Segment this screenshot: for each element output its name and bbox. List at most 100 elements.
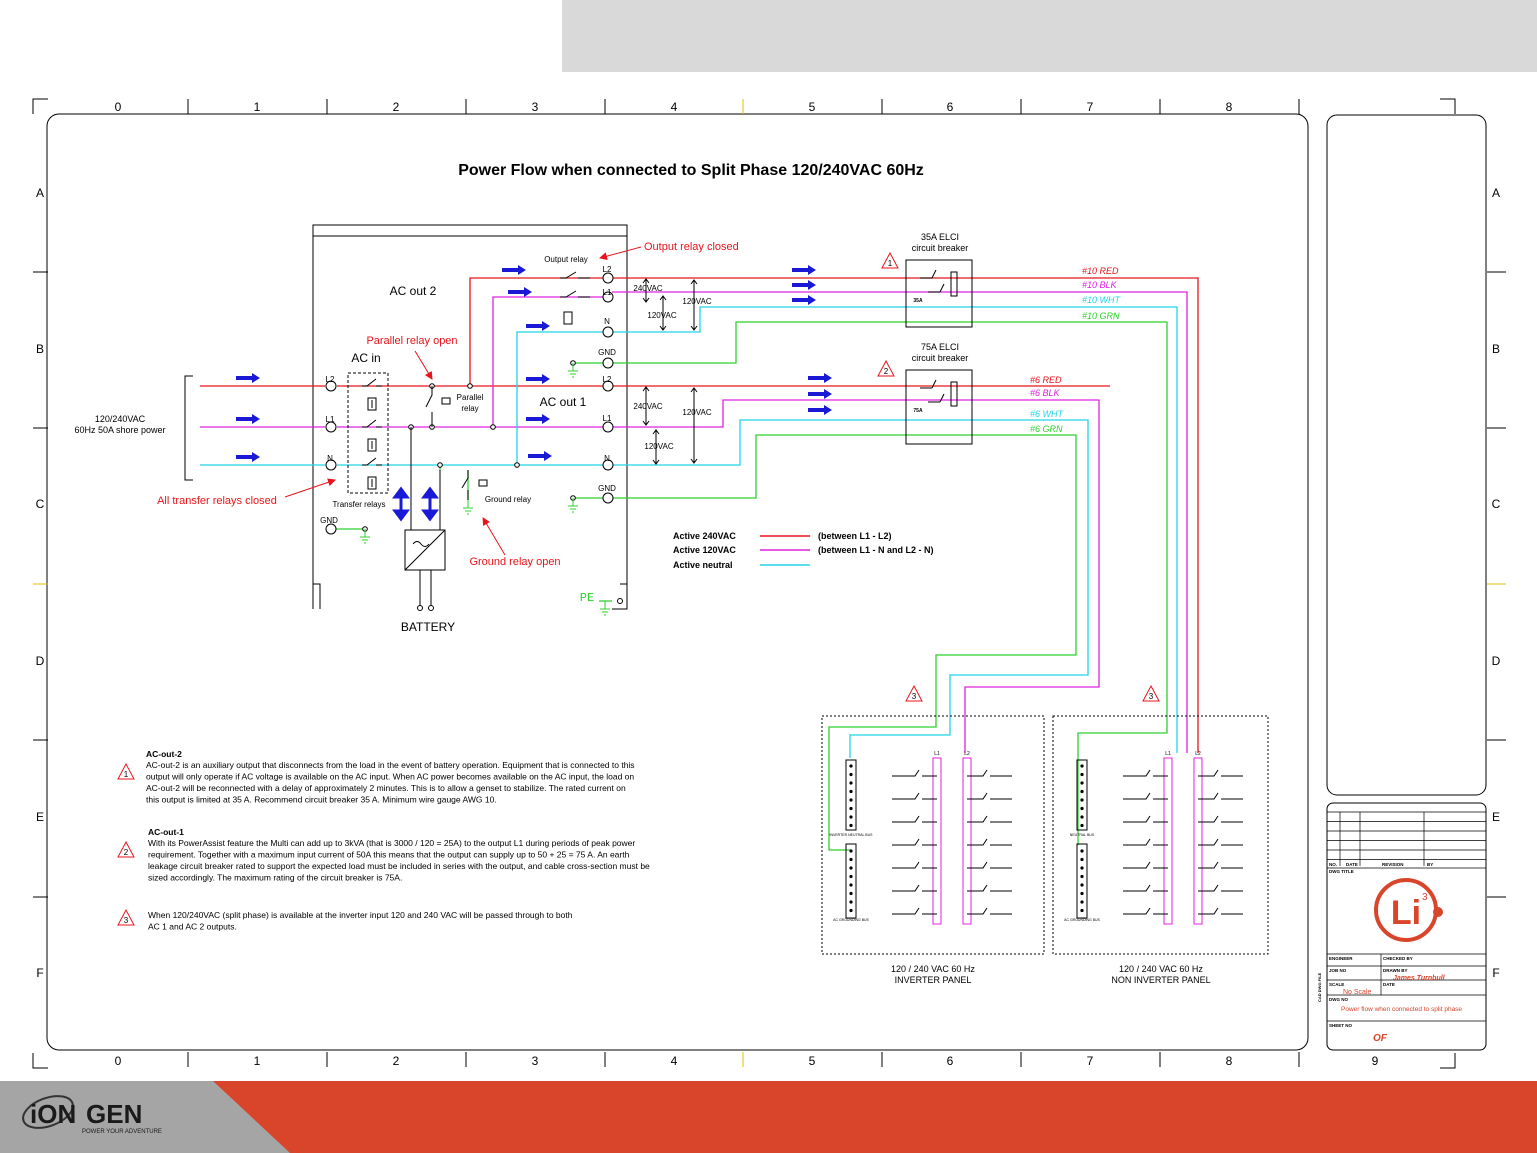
note-line: leakage circuit breaker rated to support…	[148, 861, 650, 871]
out1-n-label: N	[604, 454, 610, 463]
grid-col-bottom: 6	[947, 1054, 954, 1068]
flow-arrow	[808, 389, 832, 399]
output-relay-label: Output relay	[544, 255, 588, 264]
branch-breaker	[967, 792, 1012, 800]
flow-arrow	[808, 405, 832, 415]
branch-breaker	[892, 861, 937, 869]
bus-screw	[849, 781, 853, 785]
legend-120-desc: (between L1 - N and L2 - N)	[818, 545, 934, 555]
relay-coil	[367, 476, 377, 490]
wire35-blk: #10 BLK	[1082, 280, 1118, 290]
brand-name-a: iON	[30, 1099, 76, 1129]
flow-arrow	[236, 414, 260, 424]
in-l2-label: L2	[326, 375, 335, 384]
title-block-text: JOB NO	[1329, 968, 1347, 973]
grid-row-right: C	[1492, 497, 1501, 511]
grid-col-top: 7	[1087, 100, 1094, 114]
bus-screw	[849, 857, 853, 862]
panel2-line1: 120 / 240 VAC 60 Hz	[1119, 964, 1203, 974]
grid-row-left: B	[36, 342, 44, 356]
callout-output-relay: Output relay closed	[644, 241, 739, 253]
note-line: AC 1 and AC 2 outputs.	[148, 922, 237, 932]
branch-breaker	[1123, 884, 1168, 892]
inverter-charger-block	[404, 427, 446, 611]
note-heading: AC-out-1	[148, 827, 184, 837]
bus-screw	[1080, 806, 1084, 811]
wire35-red: #10 RED	[1082, 266, 1119, 276]
grid-col-top: 0	[115, 100, 122, 114]
battery-label: BATTERY	[401, 620, 455, 634]
shore-line2: 60Hz 50A shore power	[74, 425, 165, 435]
ground-symbol	[568, 363, 578, 378]
grid-row-left: C	[36, 497, 45, 511]
bus-screw	[1080, 781, 1084, 785]
relay-coil	[367, 397, 377, 411]
grid-col-bottom-extra: 9	[1372, 1054, 1379, 1068]
ground-relay-contact	[461, 470, 469, 500]
warning-number: 1	[888, 259, 893, 268]
notes: AC-out-2AC-out-2 is an auxiliary output …	[146, 749, 650, 932]
in-n-label: N	[327, 454, 333, 463]
bus-screw	[849, 900, 853, 904]
bus-screw	[849, 823, 853, 828]
junction-dot	[490, 424, 496, 430]
branch-breaker	[1198, 838, 1243, 846]
branch-breaker	[1123, 769, 1168, 777]
terminals	[325, 272, 623, 604]
warning-triangle-icon	[117, 840, 135, 858]
bus-screw	[849, 883, 853, 887]
bus-screw	[1080, 772, 1084, 777]
parallel-relay-label-b: relay	[461, 404, 478, 413]
title-block-text: Power flow when connected to split phase	[1341, 1006, 1462, 1013]
grounding-bus	[1076, 843, 1088, 919]
bus-screw	[849, 764, 853, 768]
title-block-text: DWG NO	[1329, 997, 1348, 1002]
out2-l2-label: L2	[603, 265, 612, 274]
title-block-line	[1339, 812, 1425, 866]
branch-breaker	[1123, 815, 1168, 823]
grid-ticks	[33, 99, 1506, 1067]
grid-row-right: A	[1492, 186, 1500, 200]
l1-bus-label: L1	[1165, 751, 1171, 757]
note-line: output will only operate if AC voltage i…	[146, 772, 634, 782]
breaker35-title2: circuit breaker	[912, 243, 969, 253]
grid-col-top: 4	[671, 100, 678, 114]
note-line: AC-out-2 will be reconnected with a dela…	[146, 783, 626, 793]
note-line: this output is limited at 35 A. Recommen…	[146, 795, 497, 805]
branch-breaker	[892, 769, 937, 777]
transfer-relays-box	[347, 372, 389, 494]
terminal	[602, 492, 614, 504]
neutral-bus	[845, 759, 857, 831]
junction-dot	[437, 462, 443, 468]
note-line: sized accordingly. The maximum rating of…	[148, 873, 402, 883]
bus-screw	[849, 849, 853, 853]
ground-relay-coil	[478, 479, 488, 487]
grid-col-bottom: 4	[671, 1054, 678, 1068]
brand-tagline: POWER YOUR ADVENTURE	[82, 1129, 162, 1135]
terminal	[325, 421, 337, 433]
brand-name-b: GEN	[86, 1099, 142, 1129]
l2-bus-label: L2	[964, 751, 970, 757]
warning-number: 3	[912, 692, 917, 701]
bus-screw	[1080, 891, 1084, 896]
terminal	[602, 291, 614, 303]
branch-breaker	[967, 838, 1012, 846]
callout-parallel-relay: Parallel relay open	[366, 335, 457, 347]
terminal-labels: L2 L1 N GND L2 L1 N GND L2 L1 N GND 240V…	[320, 265, 712, 525]
neutral-bus	[1076, 759, 1088, 831]
transfer-relays-label: Transfer relays	[332, 500, 385, 509]
drawing-title: Power Flow when connected to Split Phase…	[458, 162, 924, 179]
footer-logo-panel	[0, 1081, 290, 1153]
v120-out1-a: 120VAC	[682, 408, 711, 417]
branch-breaker	[967, 907, 1012, 915]
out1-l2-label: L2	[603, 375, 612, 384]
li3-logo-text: Li	[1391, 894, 1421, 932]
junction-dot	[514, 462, 520, 468]
bus-screw	[1080, 900, 1084, 904]
parallel-relay-contact	[425, 386, 433, 427]
flow-arrows	[236, 265, 832, 462]
title-block-text: DATE	[1383, 982, 1395, 987]
v120-out2-a: 120VAC	[682, 297, 711, 306]
branch-breaker	[1198, 815, 1243, 823]
